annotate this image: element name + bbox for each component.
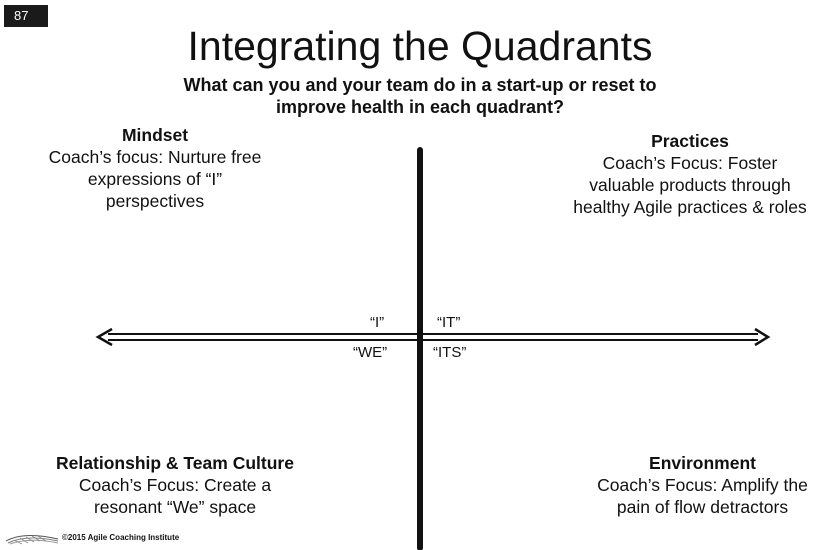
axis-label-we: “WE”	[353, 344, 388, 361]
slide-number: 87	[4, 5, 48, 27]
quadrant-relationship: Relationship & Team Culture Coach’s Focu…	[20, 452, 330, 518]
subtitle-line-1: What can you and your team do in a start…	[183, 75, 657, 95]
subtitle-line-2: improve health in each quadrant?	[275, 97, 565, 117]
quadrant-mindset: Mindset Coach’s focus: Nurture free expr…	[10, 124, 300, 212]
agile-coaching-institute-logo	[5, 535, 59, 545]
relationship-focus-line-1: Coach’s Focus: Create a	[78, 475, 272, 495]
mindset-focus-line-1: Coach’s focus: Nurture free	[48, 147, 262, 167]
axis-label-it: “IT”	[437, 314, 461, 331]
slide-subtitle: What can you and your team do in a start…	[0, 74, 840, 118]
practices-focus-line-1: Coach’s Focus: Foster	[602, 153, 778, 173]
relationship-focus-line-2: resonant “We” space	[93, 497, 257, 517]
quadrant-practices: Practices Coach’s Focus: Foster valuable…	[540, 130, 840, 218]
copyright-text: ©2015 Agile Coaching Institute	[62, 532, 180, 542]
quadrant-heading-relationship: Relationship & Team Culture	[56, 453, 294, 473]
practices-focus-line-2: valuable products through	[589, 175, 791, 195]
quadrant-heading-practices: Practices	[651, 131, 729, 151]
mindset-focus-line-3: perspectives	[105, 191, 205, 211]
slide-title: Integrating the Quadrants	[187, 23, 653, 69]
axis-label-i: “I”	[370, 314, 385, 331]
environment-focus-line-1: Coach’s Focus: Amplify the	[597, 475, 808, 495]
quadrant-heading-mindset: Mindset	[121, 125, 189, 145]
footer: ©2015 Agile Coaching Institute	[4, 527, 179, 547]
right-arrowhead	[754, 327, 771, 347]
quadrant-environment: Environment Coach’s Focus: Amplify the p…	[565, 452, 840, 518]
practices-focus-line-3: healthy Agile practices & roles	[573, 197, 807, 217]
mindset-focus-line-2: expressions of “I”	[87, 169, 223, 189]
environment-focus-line-2: pain of flow detractors	[616, 497, 789, 517]
axis-label-its: “ITS”	[433, 344, 467, 361]
left-arrowhead	[95, 327, 113, 347]
quadrant-heading-environment: Environment	[649, 453, 756, 473]
